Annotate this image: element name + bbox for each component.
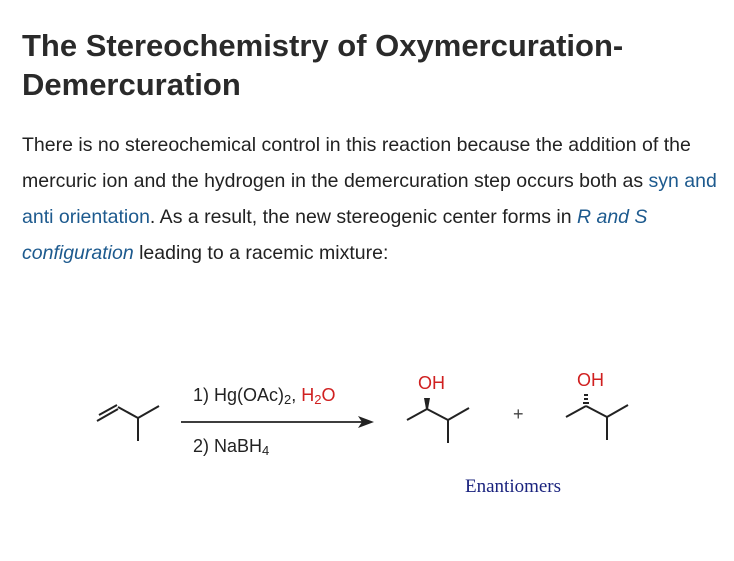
water-subscript: 2 <box>314 392 322 407</box>
reaction-arrow <box>181 416 374 428</box>
reagent-step-1-subscript: 2 <box>284 392 292 407</box>
page-title: The Stereochemistry of Oxymercuration-De… <box>22 28 624 102</box>
syn-anti-link[interactable]: syn and anti orientation <box>22 170 717 228</box>
starting-alkene-structure <box>96 404 160 441</box>
plus-sign: + <box>513 404 524 424</box>
reaction-scheme: 1) Hg(OAc)2, H2O 2) NaBH4 OH + OH <box>0 360 734 500</box>
reagent-step-2: 2) NaBH4 <box>193 436 269 457</box>
paragraph-text-2: . As a result, the new stereogenic cente… <box>149 206 577 228</box>
reagent-step-1-text: 1) Hg(OAc) <box>193 385 285 405</box>
r-s-configuration-link[interactable]: R and S configuration <box>22 206 648 264</box>
paragraph-text-3: leading to a racemic mixture: <box>133 242 389 264</box>
reaction-scheme-drawing <box>96 394 629 443</box>
hashed-bond <box>583 394 589 404</box>
wedge-bond <box>424 398 430 409</box>
reagent-separator: , <box>291 385 302 405</box>
water-reagent: H2O <box>301 385 336 407</box>
reagent-step-2-subscript: 4 <box>262 443 270 458</box>
enantiomers-caption: Enantiomers <box>465 476 562 497</box>
water-o: O <box>321 385 336 405</box>
body-paragraph: There is no stereochemical control in th… <box>22 127 722 271</box>
oh-label-product-2: OH <box>577 370 604 390</box>
reagent-step-2-text: 2) NaBH <box>193 436 263 456</box>
oh-label-product-1: OH <box>418 373 445 393</box>
product-enantiomer-2-structure <box>565 404 629 440</box>
water-h: H <box>301 385 315 405</box>
product-enantiomer-1-structure <box>406 407 470 443</box>
reagent-step-1: 1) Hg(OAc)2, H2O <box>193 385 336 406</box>
paragraph-text-1: There is no stereochemical control in th… <box>22 134 691 192</box>
